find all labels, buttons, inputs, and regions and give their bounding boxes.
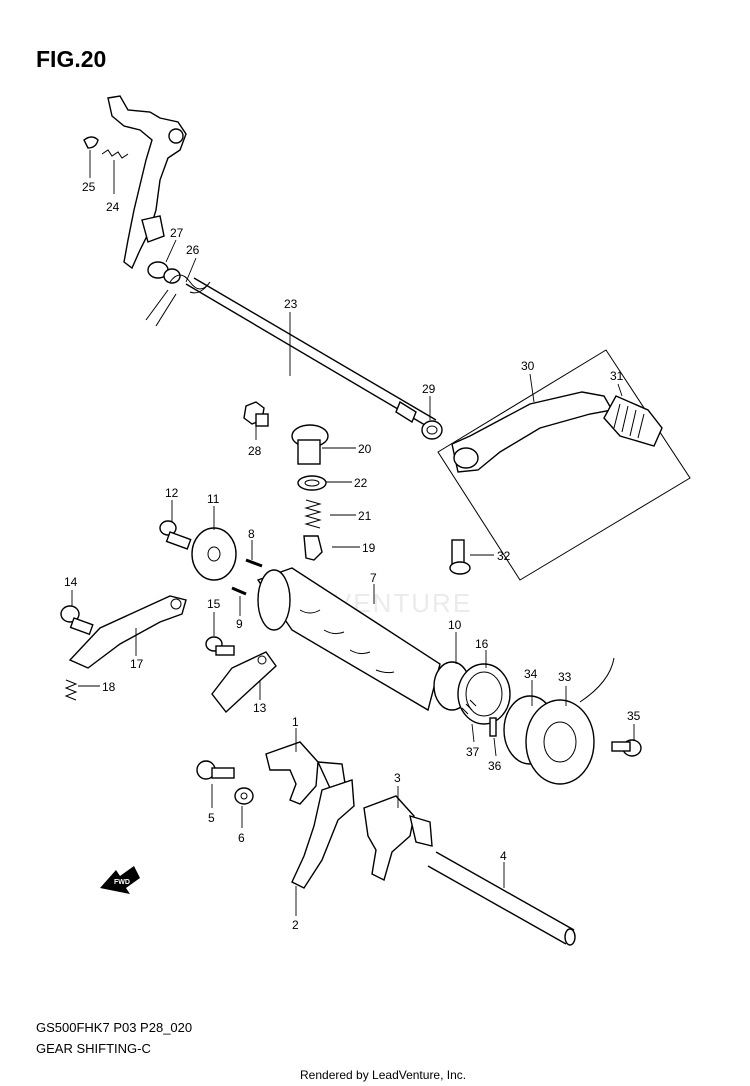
shaft-collar[interactable]	[147, 261, 181, 284]
cam-driven-gear[interactable]	[191, 527, 237, 581]
oil-seal[interactable]	[421, 420, 443, 440]
gearshift-shaft[interactable]	[185, 277, 437, 429]
gearshift-arm[interactable]	[107, 95, 187, 270]
small-spring[interactable]	[101, 149, 129, 159]
callout-14: 14	[64, 575, 78, 589]
fork-bolt[interactable]	[196, 760, 235, 780]
gearshift-fork-no2[interactable]	[291, 779, 355, 889]
gearshift-fork-no1[interactable]	[265, 741, 347, 805]
model-code: GS500FHK7 P03 P28_020	[36, 1020, 193, 1035]
callout-9: 9	[236, 617, 243, 631]
gear-position-switch[interactable]	[525, 657, 615, 785]
stopper-bolt[interactable]	[205, 636, 235, 656]
fork-shaft[interactable]	[427, 851, 576, 946]
callout-24: 24	[106, 200, 120, 214]
callout-34: 34	[524, 667, 538, 681]
cam-stopper[interactable]	[211, 651, 277, 714]
lever-bolt[interactable]	[449, 539, 471, 575]
stopper-spring[interactable]	[304, 499, 322, 529]
cam-stopper-bolt-2[interactable]	[60, 605, 94, 636]
callout-20: 20	[358, 442, 372, 456]
breather-bolt[interactable]	[243, 401, 269, 427]
callout-31: 31	[610, 369, 624, 383]
callout-27: 27	[170, 226, 184, 240]
callout-13: 13	[253, 701, 267, 715]
callout-26: 26	[186, 243, 200, 257]
render-credit: Rendered by LeadVenture, Inc.	[300, 1068, 467, 1082]
callout-30: 30	[521, 359, 535, 373]
callout-4: 4	[500, 849, 507, 863]
switch-screw[interactable]	[611, 739, 642, 757]
callout-29: 29	[422, 382, 436, 396]
callout-3: 3	[394, 771, 401, 785]
callout-35: 35	[627, 709, 641, 723]
gearshift-lever-box	[437, 349, 691, 581]
callout-16: 16	[475, 637, 489, 651]
callout-25: 25	[82, 180, 96, 194]
callout-37: 37	[466, 745, 480, 759]
gearshift-fork-no3[interactable]	[363, 795, 433, 882]
callout-5: 5	[208, 811, 215, 825]
callout-6: 6	[238, 831, 245, 845]
section-name: GEAR SHIFTING-C	[36, 1041, 151, 1056]
gear-position-plug[interactable]	[291, 424, 329, 465]
callout-19: 19	[362, 541, 376, 555]
gearshift-cam[interactable]	[256, 567, 441, 712]
return-spring[interactable]	[145, 274, 211, 327]
cam-stopper-spring[interactable]	[64, 679, 78, 701]
switch-contact[interactable]	[461, 699, 477, 715]
callout-labels: 1 2 3 4 5 6 7 8 9 10 11 12 13 14 15 16 1…	[64, 180, 641, 932]
cam-stopper-bolt[interactable]	[159, 520, 192, 550]
figure-title: FIG.20	[36, 46, 107, 72]
callout-23: 23	[284, 297, 298, 311]
fwd-label: FWD	[114, 879, 130, 886]
callout-28: 28	[248, 444, 262, 458]
cam-pin[interactable]	[245, 558, 263, 568]
leader-lines	[71, 150, 635, 916]
callout-10: 10	[448, 618, 462, 632]
callout-21: 21	[358, 509, 372, 523]
fork-washer[interactable]	[234, 787, 254, 805]
callout-33: 33	[558, 670, 572, 684]
callout-32: 32	[497, 549, 511, 563]
callout-22: 22	[354, 476, 368, 490]
callout-1: 1	[292, 715, 299, 729]
switch-pin[interactable]	[489, 717, 497, 737]
footrest-rubber[interactable]	[603, 395, 663, 447]
plug-gasket[interactable]	[297, 475, 327, 491]
gearshift-lever[interactable]	[451, 391, 614, 473]
callout-12: 12	[165, 486, 179, 500]
callout-36: 36	[488, 759, 502, 773]
callout-11: 11	[207, 492, 220, 506]
stopper-pin[interactable]	[303, 535, 323, 561]
callout-2: 2	[292, 918, 299, 932]
cam-pin-2[interactable]	[231, 586, 247, 596]
callout-15: 15	[207, 597, 221, 611]
callout-18: 18	[102, 680, 116, 694]
snap-clip[interactable]	[83, 136, 99, 149]
callout-17: 17	[130, 657, 144, 671]
callout-8: 8	[248, 527, 255, 541]
cam-stopper-plate[interactable]	[68, 595, 187, 669]
fwd-arrow-icon: FWD	[100, 866, 140, 894]
bearing-retainer[interactable]	[457, 663, 511, 725]
callout-7: 7	[370, 571, 377, 585]
